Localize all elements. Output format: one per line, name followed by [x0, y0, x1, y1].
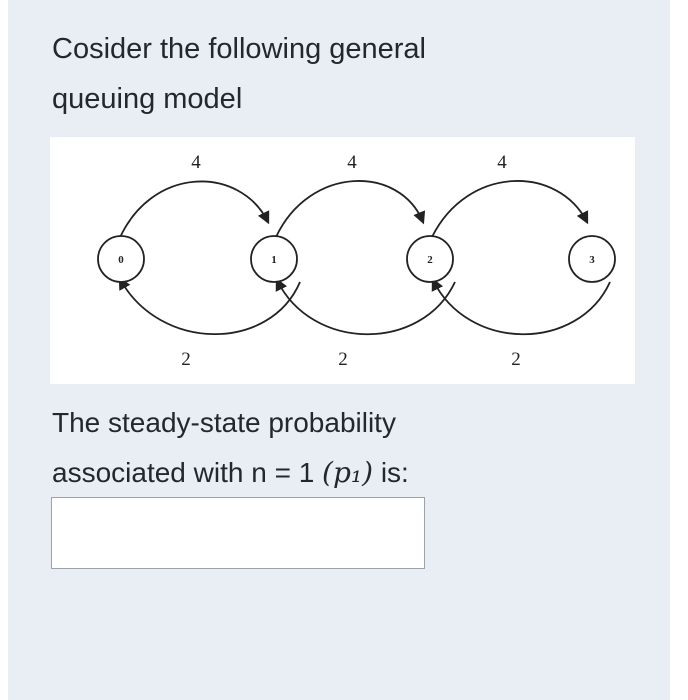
forward-rate-label-0: 4 [191, 152, 201, 173]
state-node-1: 1 [250, 235, 298, 283]
prompt-suffix: is: [373, 457, 409, 488]
answer-input[interactable] [51, 497, 425, 569]
state-node-0: 0 [97, 235, 145, 283]
question-card: Cosider the following general queuing mo… [8, 0, 670, 700]
backward-rate-label-0: 2 [181, 349, 191, 370]
forward-rate-label-1: 4 [347, 152, 357, 173]
state-transition-diagram: 0 1 2 3 4 4 4 2 2 2 [97, 152, 616, 370]
forward-arc-0-1 [117, 180, 270, 243]
prompt-math-symbol: (p₁) [322, 456, 374, 489]
backward-rate-label-2: 2 [511, 349, 521, 370]
question-title-line-1: Cosider the following general [52, 33, 426, 65]
question-title-line-2: queuing model [52, 83, 243, 115]
question-prompt-line-2: associated with n = 1 (p₁) is: [52, 448, 632, 498]
forward-rate-label-2: 4 [497, 152, 507, 173]
state-label-2: 2 [427, 254, 433, 266]
backward-arc-3-2 [431, 277, 611, 336]
state-node-3: 3 [568, 235, 616, 283]
question-prompt: The steady-state probability associated … [52, 398, 632, 498]
backward-arc-2-1 [275, 277, 456, 336]
prompt-prefix: associated with n = 1 [52, 457, 323, 488]
backward-arc-1-0 [118, 276, 301, 335]
forward-arc-1-2 [275, 180, 426, 238]
queuing-diagram: 0 1 2 3 4 4 4 2 2 2 [50, 137, 635, 384]
forward-arc-2-3 [431, 180, 589, 238]
question-title: Cosider the following general queuing mo… [52, 24, 572, 124]
backward-rate-label-1: 2 [338, 349, 348, 370]
state-label-1: 1 [271, 254, 277, 266]
state-label-0: 0 [118, 254, 124, 266]
state-label-3: 3 [589, 254, 595, 266]
question-prompt-line-1: The steady-state probability [52, 407, 396, 438]
state-node-2: 2 [406, 235, 454, 283]
